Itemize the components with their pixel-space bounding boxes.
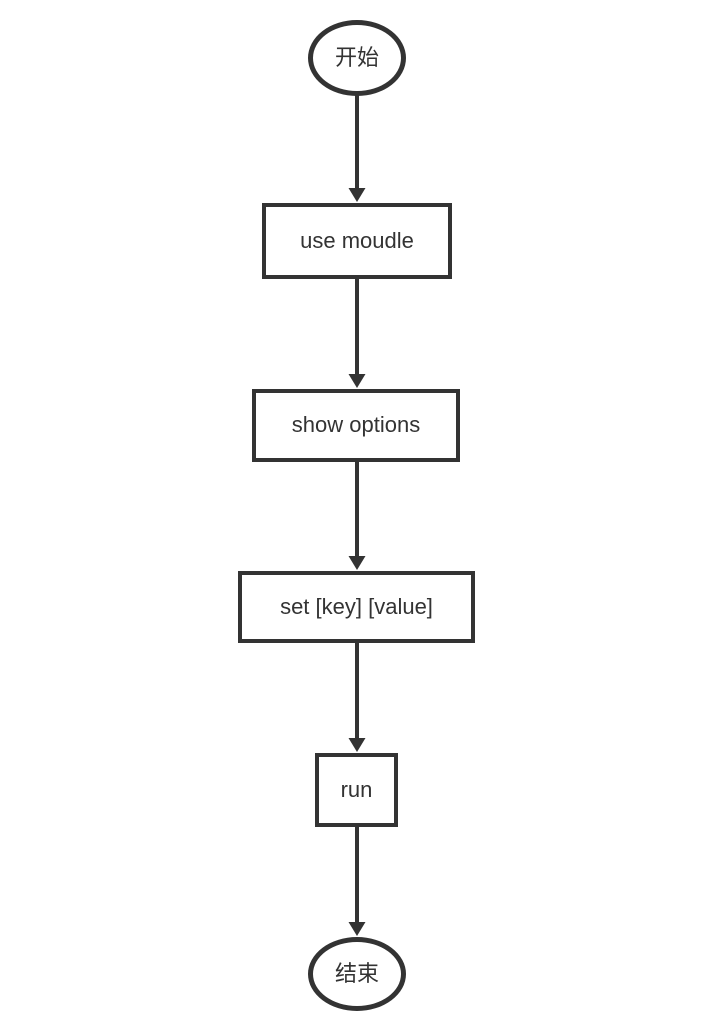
flowchart-node-run: run (315, 753, 398, 827)
flowchart-node-show-options: show options (252, 389, 460, 462)
node-run-label: run (340, 776, 373, 802)
edge-start-to-use-module (348, 95, 366, 202)
flowchart-node-start: 开始 (308, 20, 406, 96)
flowchart-node-use-module: use moudle (262, 203, 452, 279)
node-start-label: 开始 (334, 44, 379, 70)
edge-use-module-to-show-options (348, 279, 366, 388)
node-set-key-value-label: set [key] [value] (280, 593, 433, 619)
edge-set-key-value-to-run (348, 643, 366, 752)
node-end-label: 结束 (334, 960, 379, 986)
node-show-options-label: show options (291, 412, 421, 438)
flowchart-node-end: 结束 (308, 937, 406, 1011)
edge-show-options-to-set-key-value (348, 462, 366, 570)
node-use-module-label: use moudle (300, 227, 414, 253)
edge-run-to-end (348, 827, 366, 936)
flowchart-node-set-key-value: set [key] [value] (238, 571, 475, 643)
